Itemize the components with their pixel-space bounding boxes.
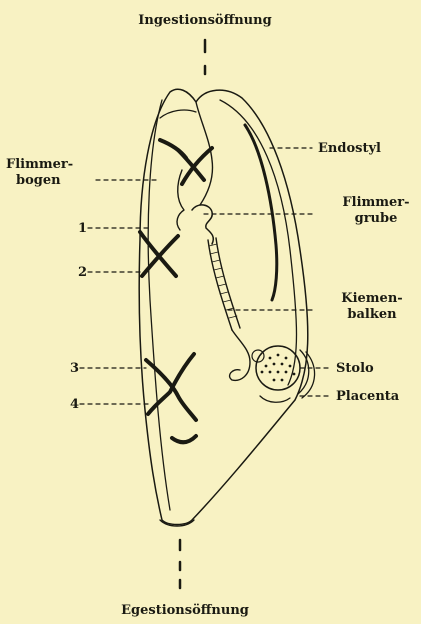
label-number-2: 2: [78, 266, 87, 279]
gut-loop: [230, 330, 250, 380]
endostyl-line: [245, 125, 277, 300]
inner-outline: [148, 100, 170, 510]
label-number-1: 1: [78, 222, 87, 235]
label-flimmerbogen-2: bogen: [16, 174, 61, 187]
label-endostyl: Endostyl: [318, 142, 381, 155]
stolo-stipple: [261, 354, 296, 382]
flimmergrube-shape: [192, 205, 213, 244]
label-placenta: Placenta: [336, 390, 399, 403]
label-stolo: Stolo: [336, 362, 374, 375]
muscle-bands: [140, 140, 212, 442]
label-flimmergrube-2: grube: [336, 212, 416, 225]
inner-outline-right: [220, 100, 297, 385]
label-egestion: Egestionsöffnung: [100, 604, 270, 617]
label-number-3: 3: [70, 362, 79, 375]
label-ingestion: Ingestionsöffnung: [120, 14, 290, 27]
label-number-4: 4: [70, 398, 79, 411]
body-outline: [139, 89, 308, 524]
label-kiemenbalken-2: balken: [332, 308, 412, 321]
label-flimmergrube-1: Flimmer-: [336, 196, 416, 209]
label-flimmerbogen-1: Flimmer-: [6, 158, 73, 171]
axis-line: [180, 40, 205, 588]
label-kiemenbalken-1: Kiemen-: [332, 292, 412, 305]
